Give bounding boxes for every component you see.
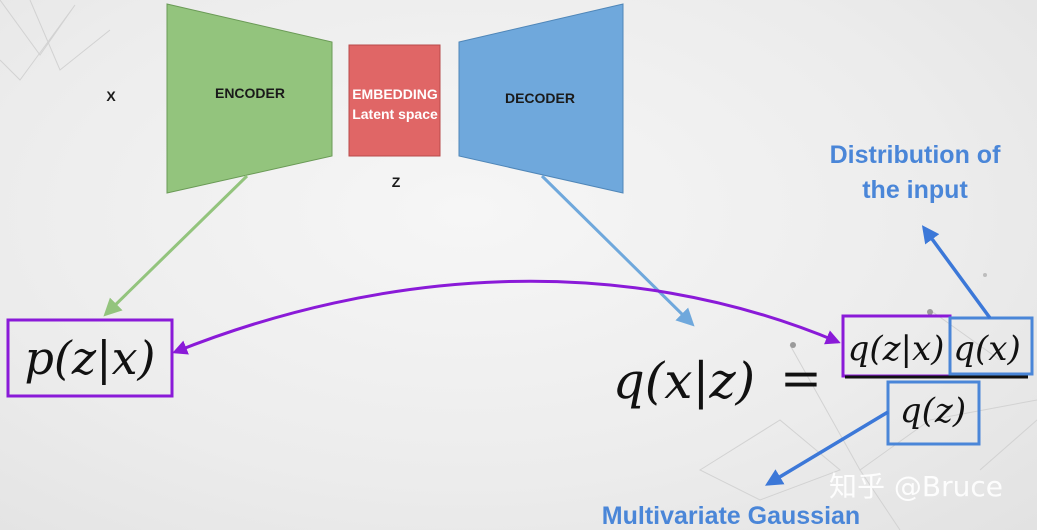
posterior-link-double-arrow-icon xyxy=(172,279,841,355)
equals-sign: = xyxy=(780,349,822,407)
encoder-to-posterior-arrow-icon xyxy=(103,174,249,317)
distribution-caption-line1: Distribution of xyxy=(830,141,1001,169)
encoder-label: ENCODER xyxy=(215,85,285,101)
posterior-formula: p(z|x) xyxy=(24,331,155,385)
denominator-formula: q(z) xyxy=(900,391,966,431)
likelihood-formula: q(x|z) xyxy=(613,352,755,410)
embedding-label: EMBEDDING xyxy=(352,86,438,102)
distribution-caption-line2: the input xyxy=(862,176,968,204)
multivariate-gaussian-caption: Multivariate Gaussian xyxy=(602,502,860,530)
encoder-block xyxy=(166,3,333,194)
latent-space-label: Latent space xyxy=(352,106,438,122)
posterior-box xyxy=(6,318,174,398)
zhihu-watermark: 知乎 @Bruce xyxy=(829,470,1003,503)
decoder-block xyxy=(458,3,624,194)
decoder-to-likelihood-arrow-icon xyxy=(540,174,695,327)
numerator-qx-box xyxy=(948,316,1034,376)
embedding-block xyxy=(348,44,441,157)
numerator-qx-formula: q(x) xyxy=(953,329,1020,369)
gaussian-arrow-icon xyxy=(764,410,889,486)
decoder-label: DECODER xyxy=(505,90,575,106)
numerator-qzx-formula: q(z|x) xyxy=(848,329,945,369)
distribution-arrow-icon xyxy=(921,225,992,320)
latent-z-label: Z xyxy=(392,174,401,190)
input-x-label: X xyxy=(106,88,116,104)
